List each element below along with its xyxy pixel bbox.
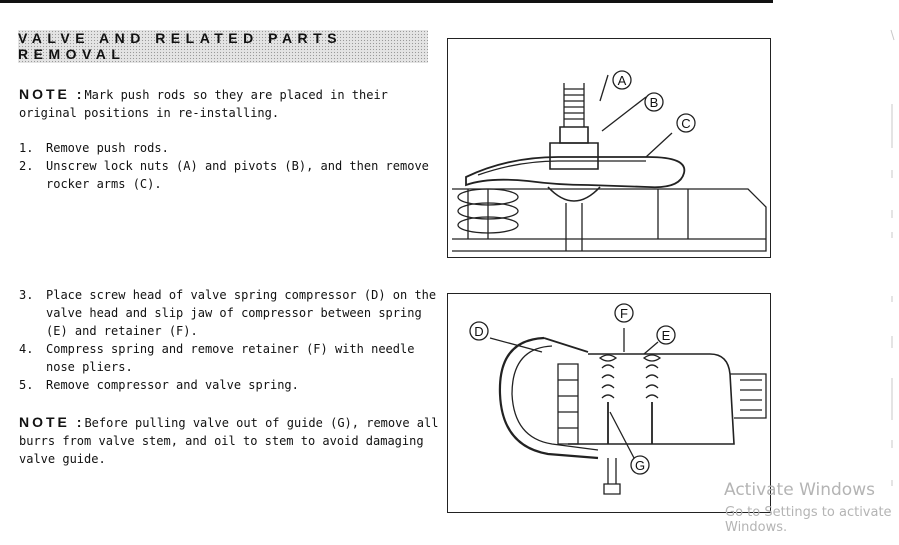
callout-circle [614,303,634,323]
step-item: 1. Remove push rods. [19,139,439,157]
margin-marks [886,20,899,540]
step-number: 4. [19,342,34,356]
step-number: 5. [19,378,34,392]
step-text: Unscrew lock nuts (A) and pivots (B), an… [46,159,429,191]
section-title-line1: VALVE AND RELATED PARTS [18,30,343,46]
step-text: Remove compressor and valve spring. [46,378,299,392]
callout-circle [644,92,664,112]
steps-removal: 1. Remove push rods. 2. Unscrew lock nuts … [19,139,439,193]
callout-label: E [662,328,671,343]
top-rule [0,0,773,3]
step-text: Remove push rods. [46,141,169,155]
step-item: 5. Remove compressor and valve spring. [19,376,439,394]
step-number: 2. [19,159,34,173]
note-text: Mark push rods so they are placed in the… [19,88,388,120]
callout-circle [656,325,676,345]
figure-rocker-arm-drawing: A B C [452,70,767,252]
note-label: NOTE : [19,414,85,430]
steps-compressor: 3. Place screw head of valve spring compr… [19,286,439,394]
note-text: Before pulling valve out of guide (G), r… [19,416,439,466]
callout-circle [676,113,696,133]
step-text: Place screw head of valve spring compres… [46,288,437,338]
figure-rocker-arm: A B C [447,38,771,258]
figure-valve-spring-compressor: F E D G [447,293,771,513]
note-1: NOTE :Mark push rods so they are placed … [19,85,439,122]
step-text: Compress spring and remove retainer (F) … [46,342,415,374]
callout-circle [630,455,650,475]
step-item: 3. Place screw head of valve spring compr… [19,286,439,340]
section-title-line2: REMOVAL [18,46,126,62]
section-heading: VALVE AND RELATED PARTS REMOVAL [18,30,428,63]
callout-circle [612,70,632,90]
callout-label: B [650,95,659,110]
callout-label: G [635,458,645,473]
callout-label: C [681,116,690,131]
note-2: NOTE :Before pulling valve out of guide … [19,413,439,468]
callout-label: F [620,306,628,321]
margin-marks-drawing [890,29,895,486]
note-label: NOTE : [19,86,85,102]
callout-label: A [618,73,627,88]
step-item: 4. Compress spring and remove retainer (F… [19,340,439,376]
callout-label: D [474,324,483,339]
figure-valve-spring-compressor-drawing: F E D G [469,303,767,495]
step-number: 1. [19,141,34,155]
step-number: 3. [19,288,34,302]
callout-circle [469,321,489,341]
activation-watermark-subtitle: Go to Settings to activate Windows. [725,505,892,535]
activation-watermark-title: Activate Windows [724,480,875,500]
step-item: 2. Unscrew lock nuts (A) and pivots (B), … [19,157,439,193]
